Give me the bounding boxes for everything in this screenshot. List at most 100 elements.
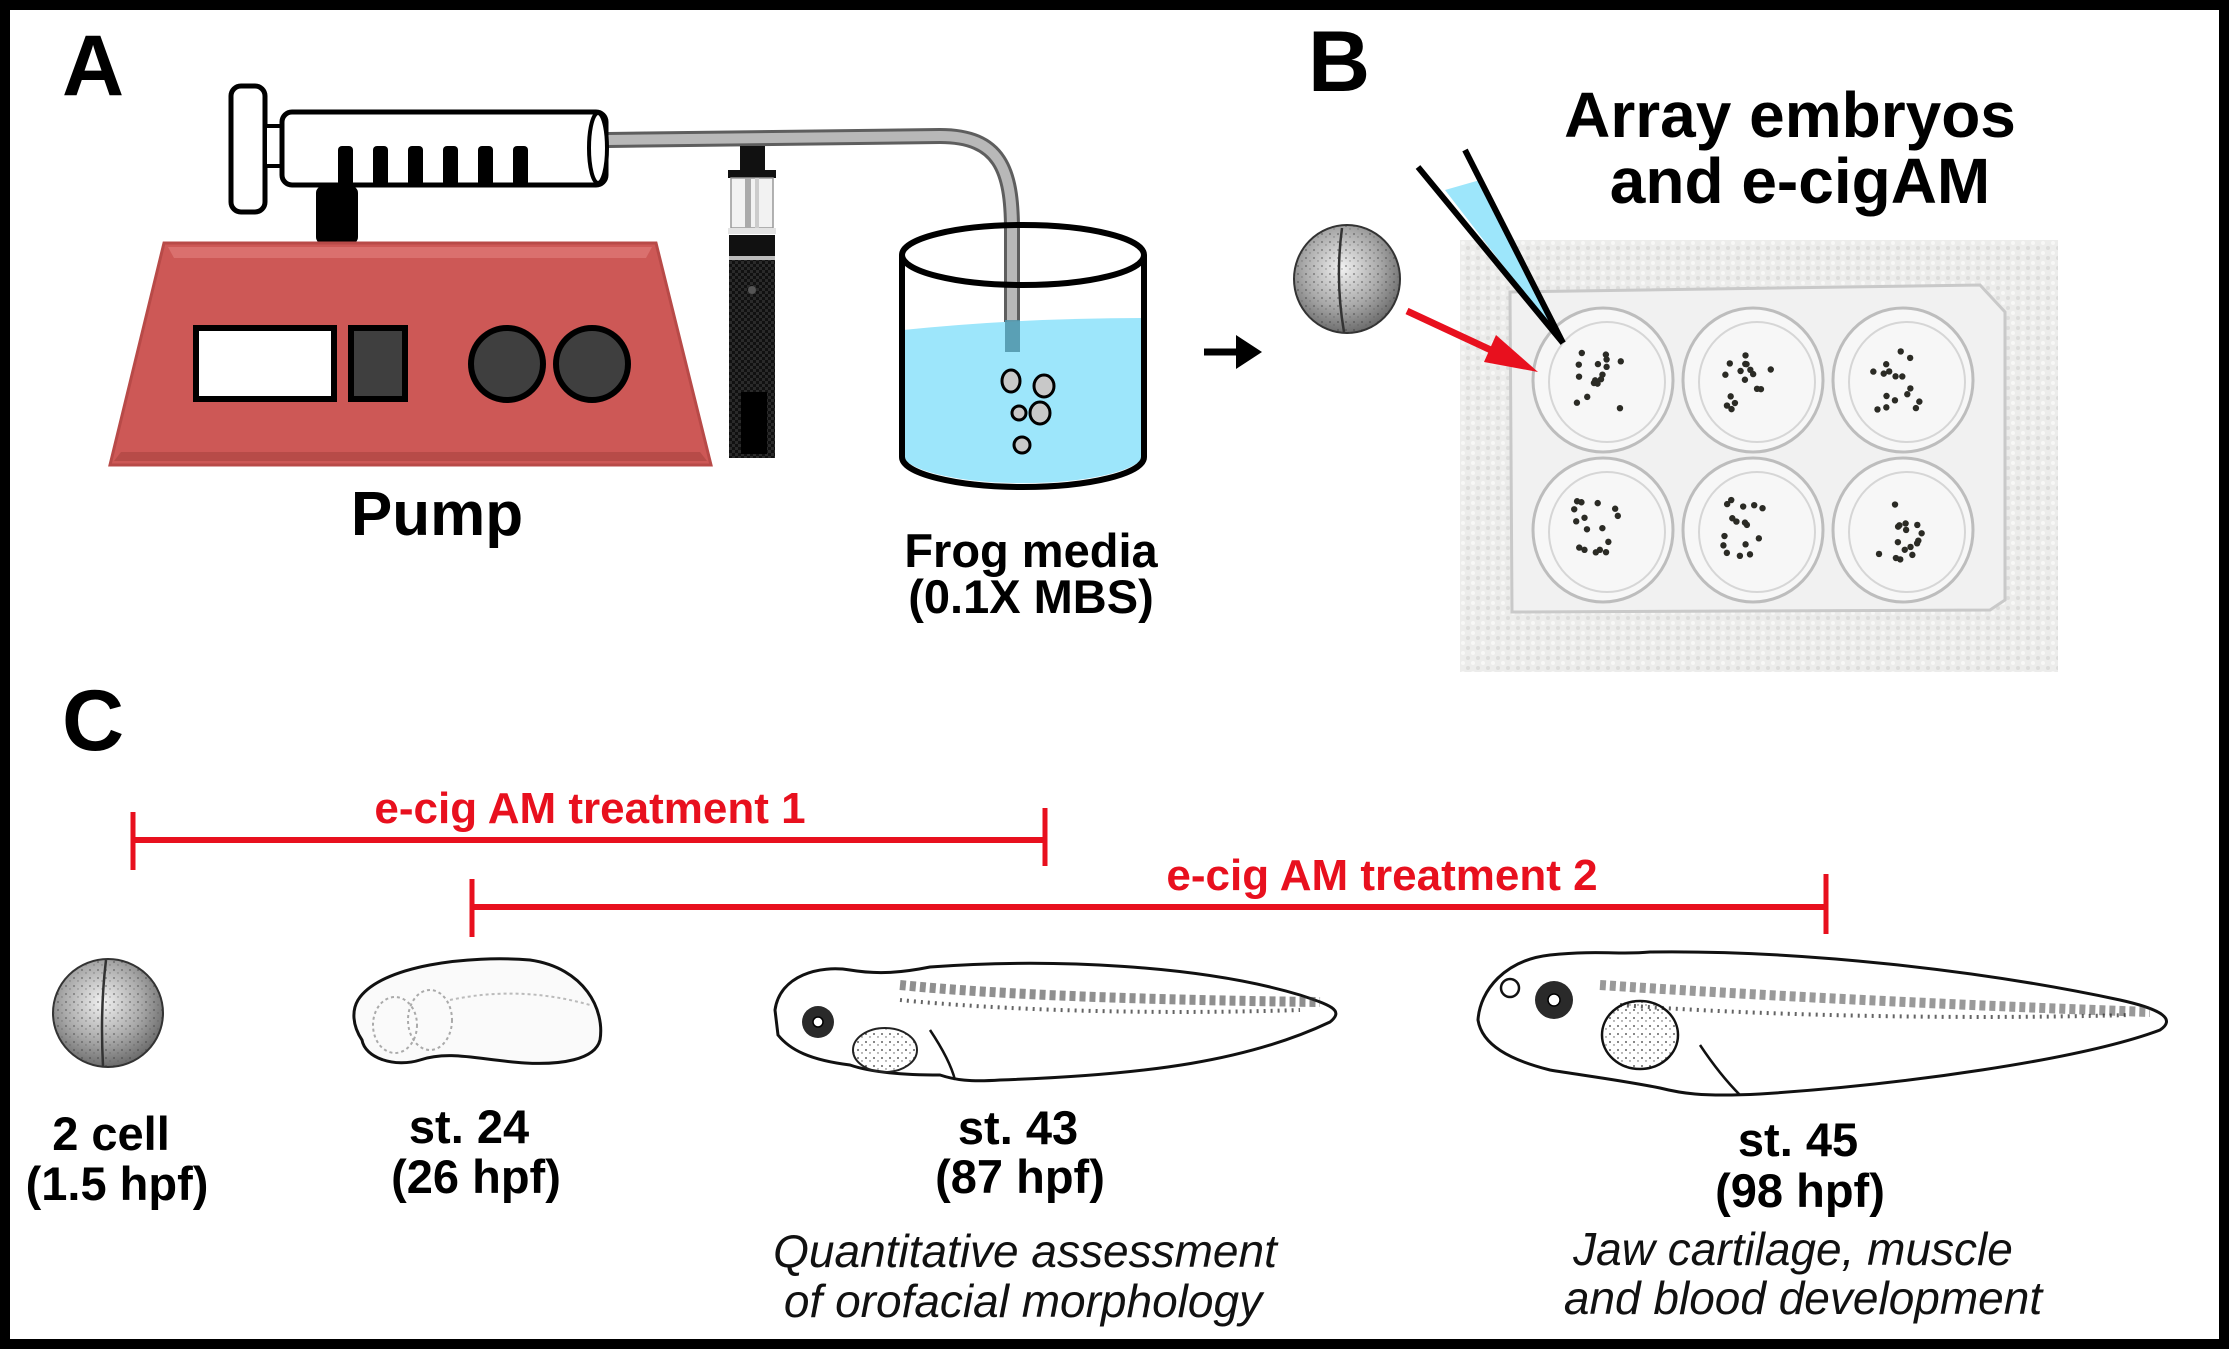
embryo-dot [1907,385,1914,392]
tubing-highlight [607,130,1017,350]
embryo-dot [1749,370,1757,378]
stage-45-tadpole-drawing [1476,950,2168,1097]
treatment-2-label: e-cig AM treatment 2 [1166,851,1597,900]
embryo-dot [1576,544,1583,551]
panel-c-letter: C [62,673,124,769]
embryo-dot [1728,405,1735,413]
treatment-2-bar [469,874,1829,937]
pump-icon [108,241,713,467]
stage-4-note-line1: Jaw cartilage, muscle [1572,1223,2013,1275]
embryo-dot [1603,363,1610,371]
embryo-dot [1753,385,1761,393]
embryo-dot [1581,514,1588,521]
embryo-dot [1870,368,1877,375]
embryo-dot [1721,532,1728,540]
embryo-dot [1723,500,1731,508]
embryo-dot [1759,504,1766,512]
embryo-dot [1741,376,1749,383]
arrow-right-icon [1204,335,1262,369]
well [1681,456,1825,604]
panel-c: C e-cig AM treatment 1 e-cig AM treatmen… [26,673,2168,1327]
pump-display [193,325,337,402]
embryo-dot [1597,376,1605,383]
embryo-dot [1913,540,1921,547]
stage-2-time: (26 hpf) [391,1150,561,1203]
embryo-dot [1729,515,1736,522]
embryo-dot [1894,523,1902,530]
pump-button [348,325,408,402]
embryo-dot [1739,503,1747,510]
embryo-dot [1573,498,1581,505]
stage-43-tadpole-drawing [773,961,1338,1083]
embryo-dot [1573,399,1581,406]
treatment-1-label: e-cig AM treatment 1 [374,784,805,833]
embryo-dot [1909,551,1916,559]
embryo-dot [1906,354,1914,362]
embryo-dot [1755,535,1763,542]
embryo-dot [1594,360,1602,368]
embryo-dot [1723,549,1731,557]
embryo-dot [1880,370,1887,377]
stage-1-time: (1.5 hpf) [26,1157,209,1210]
media-label-line2: (0.1X MBS) [908,570,1154,623]
embryo-dot [1581,546,1588,554]
panel-a-letter: A [62,18,124,114]
embryo-dot [1891,397,1899,404]
well-rim [1548,471,1666,593]
well-plate-photo [1460,240,2058,672]
embryo-dot [1885,368,1893,375]
pump-knob-1 [468,325,546,403]
embryo-dot [1874,406,1881,413]
embryo-dot [1722,371,1729,378]
stage-2-cell-drawing [52,958,164,1068]
embryo-dot [1912,404,1920,412]
embryo-dot [1594,499,1601,507]
embryo-dot [1720,542,1727,549]
stage-4-time: (98 hpf) [1715,1164,1885,1217]
panel-a: A [62,18,1262,623]
embryo-dot [1616,404,1624,412]
panel-b: B Array embryos and e-cigAM [1293,14,2058,672]
well-rim [1698,471,1816,593]
well-rim [1848,321,1966,443]
stage-3-note-line1: Quantitative assessment [773,1225,1279,1277]
embryo-dot [1918,530,1925,537]
bubbles [1000,368,1056,455]
e-cigarette-icon [728,146,776,458]
embryo-dot [1723,402,1731,409]
embryo-dot [1602,548,1610,556]
stage-2-name: st. 24 [409,1100,529,1153]
embryo-dot [1741,519,1749,526]
embryo-dot [1742,541,1749,548]
embryo-dot [1727,393,1734,400]
panel-b-title-line1: Array embryos [1564,79,2016,151]
panel-b-letter: B [1308,14,1370,110]
stage-3-time: (87 hpf) [935,1150,1105,1203]
embryo-dot [1737,367,1744,375]
well [1831,306,1975,454]
well [1681,306,1825,454]
embryo-dot [1751,501,1758,509]
embryo-dot [1907,543,1914,551]
stage-1-name: 2 cell [52,1107,170,1160]
red-arrow-icon [1405,307,1538,372]
embryo-dot [1578,349,1586,357]
embryo-dot [1743,360,1750,368]
media-label-line1: Frog media [904,524,1158,577]
embryo-dot [1901,546,1908,553]
stage-24-drawing [352,957,603,1065]
embryo-dot [1584,393,1591,401]
embryo-dot [1902,520,1909,527]
embryo-dot [1883,404,1890,411]
well-rim [1848,471,1966,593]
embryo-dot [1875,550,1883,558]
beaker-icon [899,222,1147,490]
embryo-dot [1590,379,1598,387]
embryo-dot [1603,356,1610,363]
embryo-dot [1575,373,1583,380]
embryo-dot [1892,373,1899,380]
embryo-dot [1891,501,1899,508]
embryo-dot [1614,512,1622,520]
embryo-dot [1736,552,1744,560]
